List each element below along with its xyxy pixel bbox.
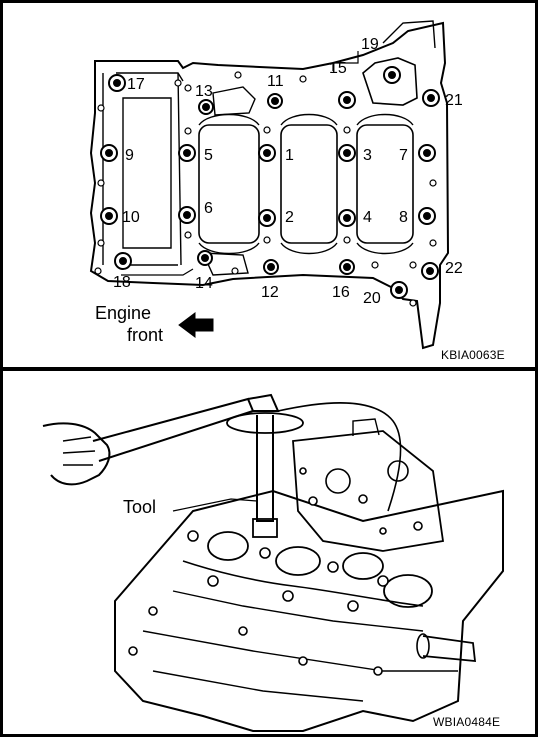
bolt-11 xyxy=(267,93,283,109)
bolt-number-5: 5 xyxy=(204,147,213,164)
bolt-15 xyxy=(338,91,356,109)
bolt-number-22: 22 xyxy=(445,260,463,277)
socket-extension xyxy=(256,415,274,522)
bolt-1 xyxy=(258,144,276,162)
bolt-20 xyxy=(390,281,408,299)
block-outline xyxy=(89,21,450,350)
bolt-number-13: 13 xyxy=(195,83,213,100)
bolt-14 xyxy=(197,250,213,266)
bolt-18 xyxy=(114,252,132,270)
engine-front-label-line2: front xyxy=(127,325,164,345)
bolt-number-12: 12 xyxy=(261,284,279,301)
bolt-number-9: 9 xyxy=(125,147,134,164)
bolt-16 xyxy=(339,259,355,275)
bolt-sequence-diagram-panel: 1 2 3 4 5 6 7 8 9 10 11 12 13 14 15 16 1… xyxy=(0,0,538,370)
bolt-22 xyxy=(421,262,439,280)
bolt-number-18: 18 xyxy=(113,274,131,291)
bolt-number-14: 14 xyxy=(195,275,213,292)
bolt-21 xyxy=(422,89,440,107)
engine-front-label-line1: Engine xyxy=(95,303,152,323)
bolt-19 xyxy=(383,66,401,84)
bolt-number-4: 4 xyxy=(363,209,372,226)
bolt-number-16: 16 xyxy=(332,284,350,301)
bolt-9 xyxy=(100,144,118,162)
figure-code-bottom: WBIA0484E xyxy=(433,715,501,729)
figure-code-top: KBIA0063E xyxy=(441,348,505,362)
bolt-2 xyxy=(258,209,276,227)
bolt-number-6: 6 xyxy=(204,200,213,217)
bolt-6 xyxy=(178,206,196,224)
engine-front-arrow xyxy=(178,312,214,338)
bolt-number-17: 17 xyxy=(127,76,145,93)
bolt-number-21: 21 xyxy=(445,92,463,109)
bolt-13 xyxy=(198,99,214,115)
tool-label: Tool xyxy=(123,497,157,517)
hand xyxy=(42,422,111,486)
bolt-8 xyxy=(418,207,436,225)
bolt-markers xyxy=(100,66,440,299)
bolt-number-2: 2 xyxy=(285,209,294,226)
bolt-17 xyxy=(108,74,126,92)
bolt-number-20: 20 xyxy=(363,290,381,307)
bolt-number-8: 8 xyxy=(399,209,408,226)
bolt-number-3: 3 xyxy=(363,147,372,164)
bolt-number-1: 1 xyxy=(285,147,294,164)
torque-tool-illustration-panel: Tool WBIA0484E xyxy=(0,368,538,737)
bolt-number-7: 7 xyxy=(399,147,408,164)
bolt-number-19: 19 xyxy=(361,36,379,53)
bolt-number-15: 15 xyxy=(329,60,347,77)
bolt-12 xyxy=(263,259,279,275)
bolt-4 xyxy=(338,209,356,227)
bolt-10 xyxy=(100,207,118,225)
bolt-7 xyxy=(418,144,436,162)
bolt-number-10: 10 xyxy=(122,209,140,226)
lower-cylinder-block-drawing: 1 2 3 4 5 6 7 8 9 10 11 12 13 14 15 16 1… xyxy=(89,20,463,350)
cylinder-block-with-tool-drawing xyxy=(42,393,504,732)
bolt-number-11: 11 xyxy=(267,73,284,90)
wrench-handle xyxy=(92,397,255,462)
bolt-5 xyxy=(178,144,196,162)
bolt-3 xyxy=(338,144,356,162)
engine-block-outline xyxy=(114,489,504,732)
